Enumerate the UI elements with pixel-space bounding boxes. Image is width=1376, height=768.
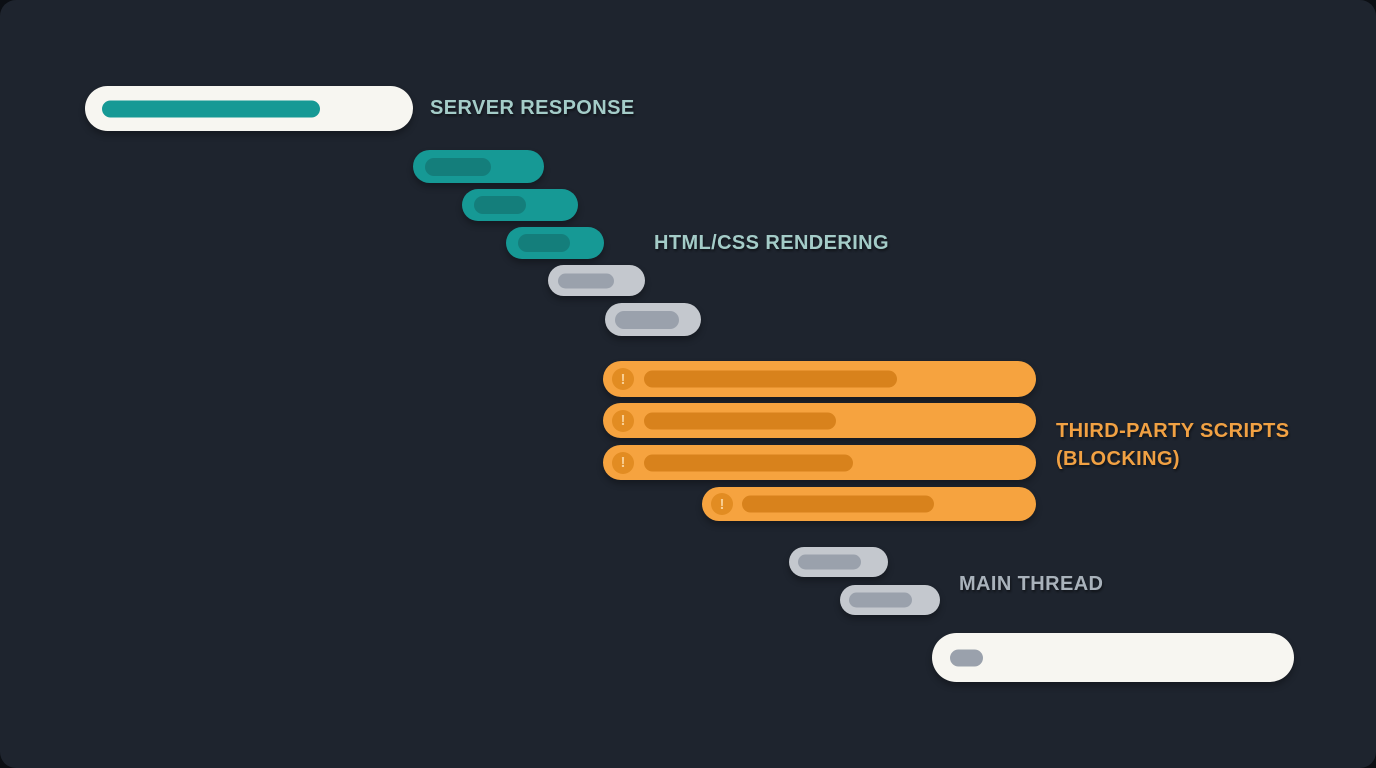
render-teal-bar-2 xyxy=(462,189,578,221)
label-third-party-scripts-line1: THIRD-PARTY SCRIPTS xyxy=(1056,420,1290,442)
render-gray-bar-2 xyxy=(605,303,701,336)
label-html-css-rendering: HTML/CSS RENDERING xyxy=(654,232,889,254)
render-teal-bar-3 xyxy=(506,227,604,259)
label-third-party-scripts: THIRD-PARTY SCRIPTS (BLOCKING) xyxy=(1056,417,1290,473)
render-teal-bar-3-segment xyxy=(518,234,570,252)
warning-icon: ! xyxy=(612,368,634,390)
final-paint-track-segment xyxy=(950,649,983,666)
third-party-script-bar-1: ! xyxy=(603,361,1036,397)
label-server-response: SERVER RESPONSE xyxy=(430,97,635,119)
server-response-track-segment xyxy=(102,100,320,117)
third-party-script-bar-4-segment xyxy=(742,495,934,513)
render-gray-bar-1 xyxy=(548,265,645,296)
third-party-script-bar-2-segment xyxy=(644,412,836,429)
warning-icon: ! xyxy=(711,493,733,515)
label-third-party-scripts-line2: (BLOCKING) xyxy=(1056,448,1180,470)
third-party-script-bar-4: ! xyxy=(702,487,1036,521)
main-thread-bar-2-segment xyxy=(849,592,912,608)
main-thread-bar-1 xyxy=(789,547,888,577)
render-teal-bar-1-segment xyxy=(425,157,491,176)
label-main-thread: MAIN THREAD xyxy=(959,573,1104,595)
server-response-track xyxy=(85,86,413,131)
render-gray-bar-2-segment xyxy=(615,310,679,329)
final-paint-track xyxy=(932,633,1294,682)
third-party-script-bar-3: ! xyxy=(603,445,1036,480)
warning-icon: ! xyxy=(612,409,634,432)
main-thread-bar-2 xyxy=(840,585,940,615)
warning-icon: ! xyxy=(612,451,634,474)
third-party-script-bar-1-segment xyxy=(644,370,897,388)
render-teal-bar-2-segment xyxy=(474,196,526,214)
main-thread-bar-1-segment xyxy=(798,554,861,570)
render-gray-bar-1-segment xyxy=(558,273,614,288)
third-party-script-bar-3-segment xyxy=(644,454,853,471)
third-party-script-bar-2: ! xyxy=(603,403,1036,438)
render-teal-bar-1 xyxy=(413,150,544,183)
